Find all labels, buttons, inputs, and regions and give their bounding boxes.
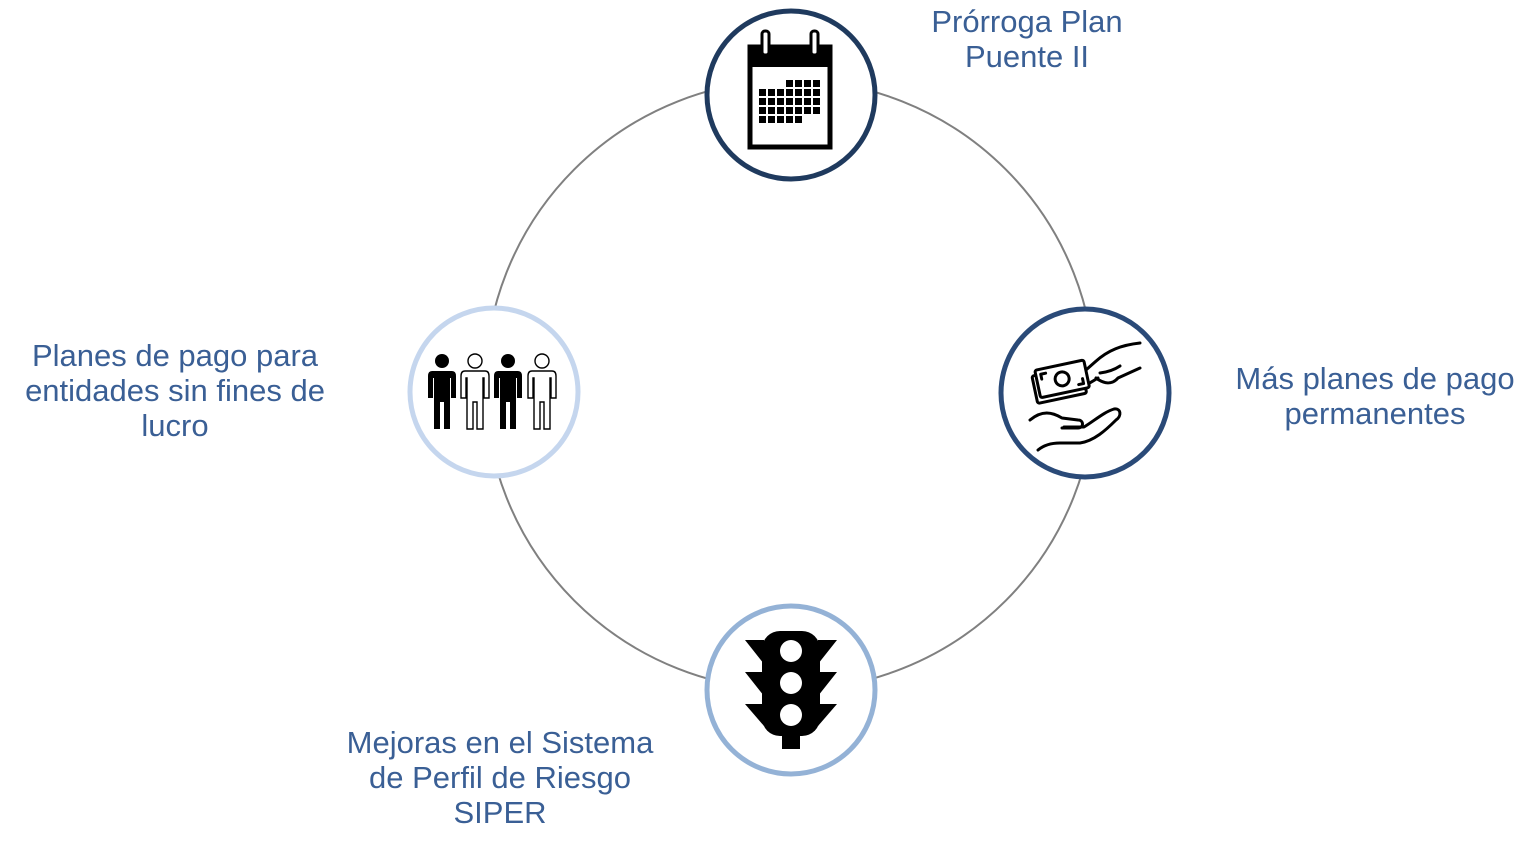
label-bottom-line-1: Mejoras en el Sistema [346,725,654,760]
calendar-icon [747,29,833,150]
node-top [704,8,878,182]
label-right: Más planes de pago permanentes [1195,361,1537,431]
label-left-line-2: entidades sin fines de [25,373,325,408]
node-bottom [704,603,878,777]
node-right [998,306,1172,480]
label-bottom-line-2: de Perfil de Riesgo [369,760,631,795]
label-left: Planes de pago para entidades sin fines … [0,338,370,443]
people-group-icon [428,353,557,430]
label-left-line-1: Planes de pago para [31,338,319,373]
label-top-line-1: Prórroga Plan [931,4,1123,39]
label-right-line-2: permanentes [1284,396,1466,431]
node-left [407,305,581,479]
traffic-light-icon [745,631,837,749]
label-top: Prórroga Plan Puente II [862,4,1192,74]
label-bottom-line-3: SIPER [453,795,547,830]
money-exchange-icon [1028,341,1142,452]
label-bottom: Mejoras en el Sistema de Perfil de Riesg… [300,725,700,830]
label-right-line-1: Más planes de pago [1235,361,1515,396]
label-left-line-3: lucro [141,408,209,443]
label-top-line-2: Puente II [964,39,1090,74]
